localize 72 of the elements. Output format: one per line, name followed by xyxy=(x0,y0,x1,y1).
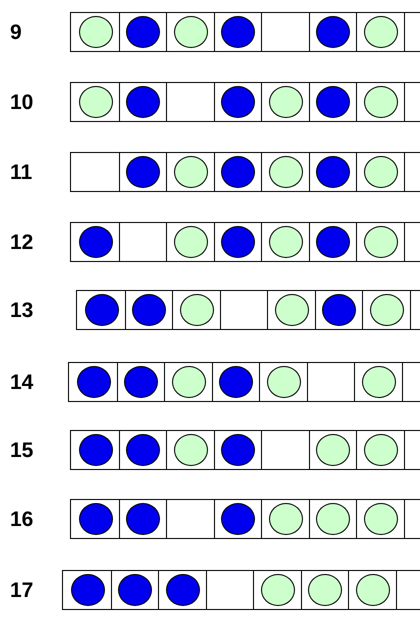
row-number: 17 xyxy=(10,579,34,603)
circle-marker xyxy=(70,574,105,606)
circle-marker xyxy=(221,86,256,118)
cell-strip xyxy=(70,499,420,539)
circle-marker xyxy=(362,366,396,398)
cell-strip xyxy=(76,290,420,330)
cell-strip xyxy=(70,430,420,470)
circle-marker xyxy=(364,16,398,48)
circle-marker xyxy=(84,294,119,326)
circle-marker xyxy=(316,16,350,48)
circle-marker xyxy=(78,16,113,48)
circle-marker xyxy=(221,503,256,535)
circle-marker xyxy=(268,156,303,188)
circle-marker xyxy=(174,156,208,188)
circle-marker xyxy=(356,574,390,606)
circle-marker xyxy=(78,226,113,258)
cell-strip xyxy=(70,12,420,52)
row-number: 16 xyxy=(10,508,34,532)
circle-marker xyxy=(132,294,166,326)
circle-marker xyxy=(268,503,303,535)
row-number: 10 xyxy=(10,91,34,115)
circle-marker xyxy=(219,366,254,398)
circle-marker xyxy=(78,434,113,466)
circle-marker xyxy=(274,294,309,326)
cell-strip xyxy=(70,222,420,262)
circle-marker xyxy=(316,503,350,535)
cell-strip xyxy=(62,570,420,610)
circle-marker xyxy=(174,434,208,466)
circle-marker xyxy=(78,503,113,535)
circle-marker xyxy=(166,574,200,606)
circle-marker xyxy=(126,156,160,188)
circle-marker xyxy=(364,226,398,258)
cell-strip xyxy=(68,362,420,402)
circle-marker xyxy=(221,156,256,188)
row-number: 12 xyxy=(10,231,34,255)
circle-marker xyxy=(260,574,295,606)
row-number: 11 xyxy=(10,161,32,185)
circle-marker xyxy=(268,86,303,118)
circle-marker xyxy=(174,226,208,258)
circle-marker xyxy=(126,16,160,48)
row-number: 14 xyxy=(10,371,34,395)
circle-marker xyxy=(126,86,160,118)
circle-marker xyxy=(76,366,111,398)
cell-strip xyxy=(70,152,420,192)
circle-marker xyxy=(364,156,398,188)
cell-strip xyxy=(70,82,420,122)
circle-marker xyxy=(268,226,303,258)
circle-marker xyxy=(118,574,152,606)
circle-marker xyxy=(221,434,256,466)
circle-marker xyxy=(78,86,113,118)
circle-marker xyxy=(364,434,398,466)
circle-marker xyxy=(370,294,404,326)
circle-marker xyxy=(221,16,256,48)
circle-marker xyxy=(174,16,208,48)
circle-marker xyxy=(316,434,350,466)
row-number: 9 xyxy=(10,21,22,45)
circle-marker xyxy=(172,366,206,398)
row-number: 13 xyxy=(10,299,34,323)
circle-marker xyxy=(316,86,350,118)
circle-marker xyxy=(126,434,160,466)
circle-marker xyxy=(364,503,398,535)
circle-marker xyxy=(126,503,160,535)
circle-marker xyxy=(316,226,350,258)
circle-marker xyxy=(124,366,158,398)
circle-marker xyxy=(266,366,301,398)
circle-marker xyxy=(308,574,342,606)
circle-marker xyxy=(316,156,350,188)
row-number: 15 xyxy=(10,439,34,463)
circle-marker xyxy=(221,226,256,258)
circle-marker xyxy=(322,294,356,326)
circle-marker xyxy=(364,86,398,118)
circle-marker xyxy=(180,294,214,326)
